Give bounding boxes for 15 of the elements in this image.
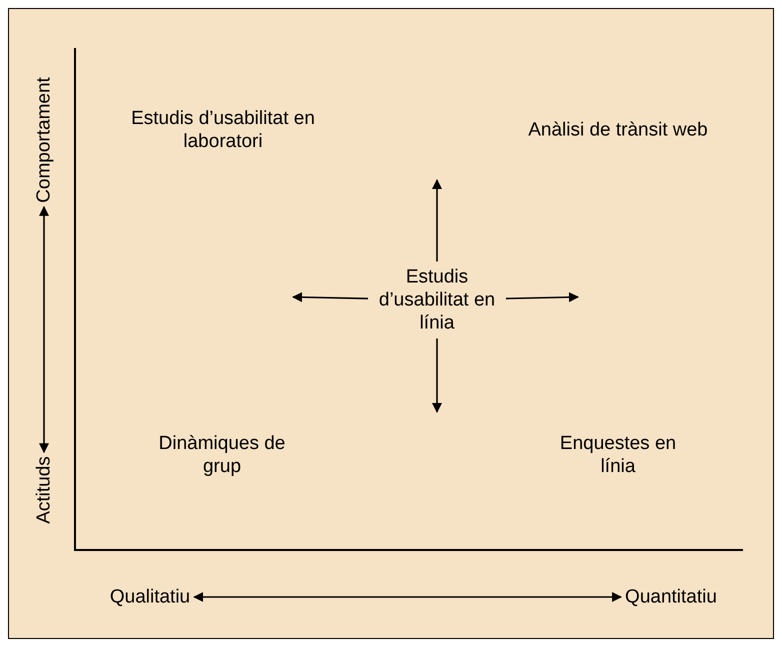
arrow [292,292,368,302]
arrow [193,592,622,602]
axis-label: Comportament [32,77,56,203]
arrow [39,206,49,454]
quadrant-label: Qualitatiu [110,586,190,608]
quadrant-label: Quantitatiu [625,586,717,608]
arrow [506,292,579,302]
quadrant-label: Anàlisi de trànsit web [527,118,709,142]
quadrant-label: Estudis d’usabilitat en laboratori [130,107,316,153]
quadrant-label: Enquestes en línia [558,432,678,478]
quadrant-label: Dinàmiques de grup [158,432,286,478]
axis-label: Actituds [32,456,56,524]
arrow [432,338,442,413]
arrow [432,179,442,262]
quadrant-label: Estudis d’usabilitat en línia [378,266,496,334]
